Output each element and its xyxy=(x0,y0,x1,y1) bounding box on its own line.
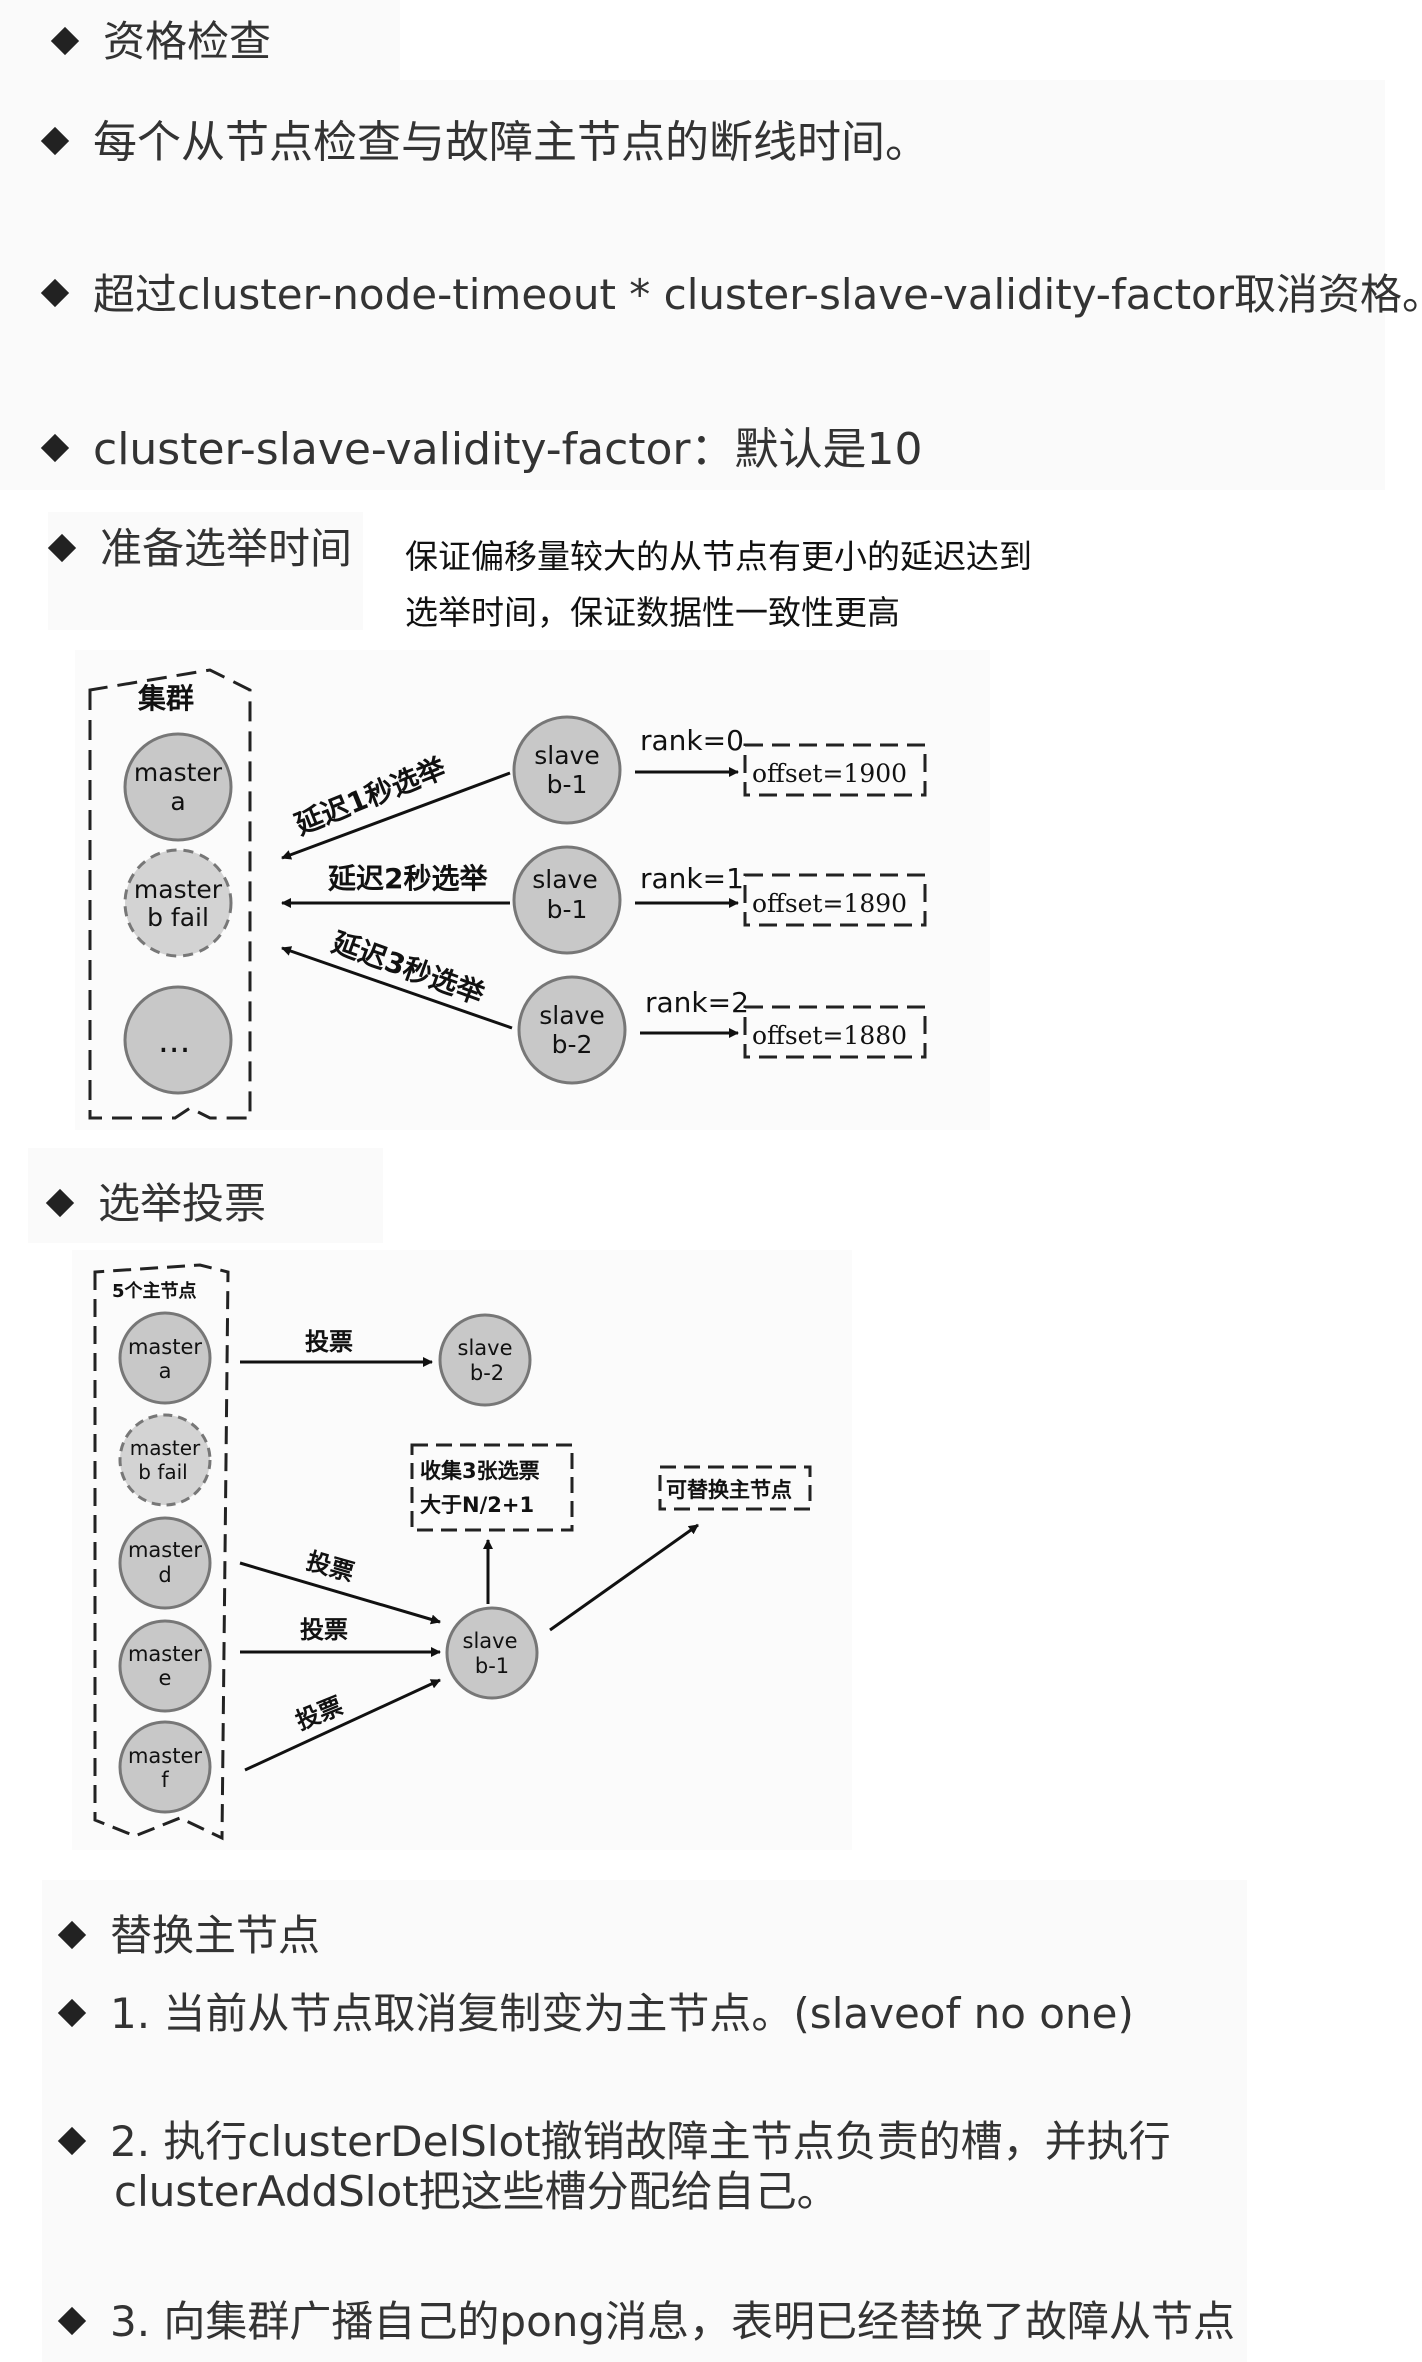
vote-label-f: 投票 xyxy=(292,1692,347,1736)
d2-master-d-line1: master xyxy=(128,1538,202,1562)
cluster-label: 集群 xyxy=(137,682,194,715)
d2-slave-b2-line1: slave xyxy=(458,1336,513,1360)
section-vote-title: 选举投票 xyxy=(98,1179,267,1228)
d2-master-b-fail-line2: b fail xyxy=(138,1460,187,1484)
masters-group-label: 5个主节点 xyxy=(112,1280,197,1302)
d2-master-e-line1: master xyxy=(128,1642,202,1666)
section-qualify: 资格检查 xyxy=(50,17,272,66)
replace-item-2: 2. 执行clusterDelSlot撤销故障主节点负责的槽，并执行 xyxy=(57,2117,1171,2166)
election-delay-diagram: 集群 master a master b fail ... slave b-1 … xyxy=(88,668,927,1120)
master-a-node xyxy=(123,732,233,842)
slave-b1-rank1-node xyxy=(512,845,622,955)
d2-master-e-line2: e xyxy=(159,1666,172,1690)
slave-3-offset: offset=1880 xyxy=(752,1021,907,1050)
d2-master-f-line1: master xyxy=(128,1744,202,1768)
qualify-item-1: 每个从节点检查与故障主节点的断线时间。 xyxy=(40,117,929,169)
replace-master-box xyxy=(658,1465,812,1511)
master-more-node xyxy=(123,985,233,1095)
replace-item-1: 1. 当前从节点取消复制变为主节点。(slaveof no one) xyxy=(57,1989,1134,2038)
d2-master-e-node xyxy=(118,1619,212,1713)
slave-3-rank: rank=2 xyxy=(645,986,749,1019)
prepare-note-line-1: 保证偏移量较大的从节点有更小的延迟达到 xyxy=(405,537,1032,576)
d2-master-b-fail-line1: master xyxy=(130,1436,201,1460)
offset-2-box xyxy=(743,873,927,927)
qualify-item-3-text: cluster-slave-validity-factor：默认是10 xyxy=(93,424,923,475)
section-replace-title: 替换主节点 xyxy=(110,1911,321,1960)
master-a-line1: master xyxy=(134,758,223,787)
section-vote: 选举投票 xyxy=(45,1179,267,1228)
d2-master-f-line2: f xyxy=(161,1768,169,1792)
d2-slave-b2-node xyxy=(438,1313,532,1407)
replace-item-3-text: 3. 向集群广播自己的pong消息，表明已经替换了故障从节点 xyxy=(110,2297,1236,2346)
replace-item-2-cont: clusterAddSlot把这些槽分配给自己。 xyxy=(114,2167,839,2216)
qualify-item-2-text: 超过cluster-node-timeout * cluster-slave-v… xyxy=(93,270,1422,319)
masters-dashed-box xyxy=(93,1263,230,1841)
slave-2-offset: offset=1890 xyxy=(752,889,907,918)
diamond-bullet-icon xyxy=(57,2126,87,2155)
d2-slave-b1-line2: b-1 xyxy=(475,1654,509,1678)
master-b-fail-line1: master xyxy=(134,875,223,904)
master-b-fail-node xyxy=(123,848,233,958)
collect-votes-box xyxy=(410,1443,574,1532)
master-b-fail-line2: b fail xyxy=(147,903,209,932)
slave-b1-rank0-line2: b-1 xyxy=(547,770,588,799)
master-more-label: ... xyxy=(158,1021,190,1061)
d2-master-f-node xyxy=(118,1720,212,1814)
vote-label-top: 投票 xyxy=(305,1328,353,1356)
d2-slave-b2-line2: b-2 xyxy=(470,1361,504,1385)
slave-1-offset: offset=1900 xyxy=(752,759,907,788)
d2-master-a-node xyxy=(118,1311,212,1405)
replace-item-2-cont-text: clusterAddSlot把这些槽分配给自己。 xyxy=(114,2167,839,2216)
offset-3-box xyxy=(743,1005,927,1059)
replace-item-3: 3. 向集群广播自己的pong消息，表明已经替换了故障从节点 xyxy=(57,2297,1236,2346)
d2-master-d-line2: d xyxy=(158,1563,171,1587)
collect-line-1: 收集3张选票 xyxy=(420,1459,540,1483)
slave-1-rank: rank=0 xyxy=(640,724,744,757)
slave-b1-rank0-node xyxy=(512,715,622,825)
qualify-item-3: cluster-slave-validity-factor：默认是10 xyxy=(40,424,923,476)
section-prepare-title: 准备选举时间 xyxy=(100,524,353,573)
slave-b1-rank1-line2: b-1 xyxy=(547,895,588,924)
diamond-bullet-icon xyxy=(57,1998,87,2027)
slave-b2-rank2-node xyxy=(517,975,627,1085)
slave-2-rank: rank=1 xyxy=(640,862,744,895)
section-qualify-title: 资格检查 xyxy=(103,17,272,66)
d2-master-b-fail-node xyxy=(118,1413,212,1507)
qualify-item-2: 超过cluster-node-timeout * cluster-slave-v… xyxy=(40,270,1422,321)
diamond-bullet-icon xyxy=(57,1920,87,1949)
slave-b2-line1: slave xyxy=(539,1001,604,1030)
vote-panel xyxy=(28,1148,383,1243)
replace-label: 可替换主节点 xyxy=(666,1478,792,1502)
section-prepare: 准备选举时间 xyxy=(47,524,353,573)
master-a-line2: a xyxy=(170,787,185,816)
d2-master-a-line2: a xyxy=(159,1359,172,1383)
slave-b2-line2: b-2 xyxy=(552,1030,593,1059)
replace-item-1-text: 1. 当前从节点取消复制变为主节点。(slaveof no one) xyxy=(110,1989,1134,2038)
replace-panel xyxy=(42,1880,1247,2362)
delay-2-label: 延迟2秒选举 xyxy=(327,862,488,895)
diamond-bullet-icon xyxy=(57,2306,87,2335)
qualify-item-1-text: 每个从节点检查与故障主节点的断线时间。 xyxy=(93,117,929,168)
vote-label-e: 投票 xyxy=(300,1616,348,1644)
election-vote-diagram: 5个主节点 master a master b fail master d ma… xyxy=(93,1263,812,1841)
d2-slave-b1-node xyxy=(445,1606,539,1700)
slave-b1-rank1-line1: slave xyxy=(532,865,597,894)
d2-slave-b1-line1: slave xyxy=(463,1629,518,1653)
offset-1-box xyxy=(743,743,927,797)
qualify-list-panel xyxy=(0,80,1385,490)
vote-label-d: 投票 xyxy=(303,1547,357,1587)
prepare-panel xyxy=(48,512,363,630)
slave-b1-rank0-line1: slave xyxy=(534,741,599,770)
cluster-dashed-box xyxy=(88,668,252,1120)
d2-master-d-node xyxy=(118,1516,212,1610)
d2-master-a-line1: master xyxy=(128,1335,202,1359)
section-replace: 替换主节点 xyxy=(57,1911,321,1960)
replace-item-2-text: 2. 执行clusterDelSlot撤销故障主节点负责的槽，并执行 xyxy=(110,2117,1171,2166)
collect-line-2: 大于N/2+1 xyxy=(420,1493,534,1517)
prepare-note-line-2: 选举时间，保证数据性一致性更高 xyxy=(405,593,900,632)
